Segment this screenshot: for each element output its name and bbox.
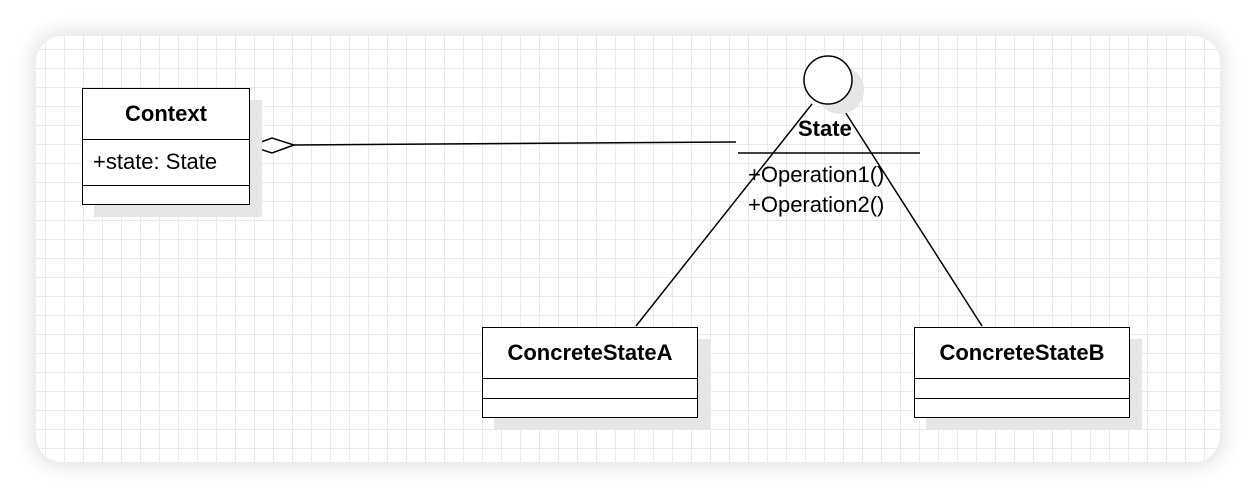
- concrete-state-b-class[interactable]: ConcreteStateB: [914, 327, 1130, 418]
- interface-circle: [803, 55, 853, 105]
- state-operation-1: +Operation1(): [748, 162, 885, 187]
- context-attribute-state: +state: State: [93, 149, 218, 174]
- context-attributes: +state: State: [83, 139, 249, 185]
- concrete-state-a-name: ConcreteStateA: [507, 340, 673, 365]
- concrete-state-a-operations: [483, 398, 697, 417]
- aggregation-diamond: [247, 137, 297, 154]
- context-class[interactable]: Context +state: State: [82, 88, 250, 205]
- context-class-name: Context: [125, 101, 207, 126]
- concrete-state-b-operations: [915, 398, 1129, 417]
- state-operation-2: +Operation2(): [748, 192, 885, 217]
- aggregation-line: [293, 141, 737, 146]
- concrete-state-b-name: ConcreteStateB: [939, 340, 1105, 365]
- concrete-state-a-class[interactable]: ConcreteStateA: [482, 327, 698, 418]
- realization-line-a: [635, 103, 813, 327]
- realization-line-b: [839, 103, 983, 327]
- context-operations: [83, 185, 249, 204]
- diagram-canvas: Context +state: State State +Operation1(…: [36, 36, 1220, 462]
- concrete-state-b-attributes: [915, 378, 1129, 398]
- concrete-state-a-attributes: [483, 378, 697, 398]
- state-interface-name[interactable]: State: [798, 116, 852, 141]
- connector-layer: [247, 55, 983, 327]
